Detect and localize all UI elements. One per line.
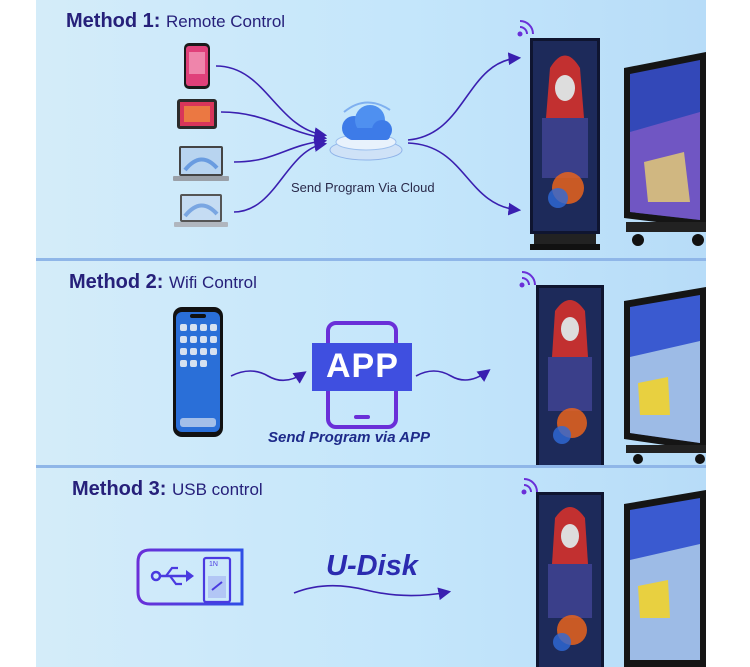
connection-lines xyxy=(293,584,452,601)
tablet-icon xyxy=(177,99,217,129)
smartphone-icon xyxy=(184,43,210,89)
laptop-icon xyxy=(174,194,228,227)
led-screen-display xyxy=(624,490,706,667)
method-2-caption: Send Program via APP xyxy=(268,429,430,446)
wifi-signal-icon xyxy=(519,271,536,288)
smartphone-icon xyxy=(173,307,223,437)
led-poster-display xyxy=(536,285,604,465)
u-disk-label: U-Disk xyxy=(326,550,418,582)
divider-2 xyxy=(36,465,706,468)
method-1-caption: Send Program Via Cloud xyxy=(291,180,435,195)
method-3-title: Method 3: USB control xyxy=(72,478,263,500)
app-text: APP xyxy=(326,347,399,385)
led-poster-display xyxy=(536,492,604,667)
led-screen-display xyxy=(624,287,706,464)
connection-lines xyxy=(215,52,522,216)
method-3-panel: Method 3: USB control 1N U-Disk xyxy=(36,468,706,667)
method-1-panel: Method 1: Remote Control xyxy=(36,0,706,258)
method-1-title: Method 1: Remote Control xyxy=(66,10,286,32)
cloud-icon xyxy=(329,101,403,161)
app-banner xyxy=(312,343,412,391)
method-2-panel: Method 2: Wifi Control xyxy=(36,261,706,465)
led-poster-display xyxy=(530,38,600,250)
divider-1 xyxy=(36,258,706,261)
led-screen-display xyxy=(624,52,706,246)
usb-drive-icon xyxy=(136,548,244,606)
usb-small-text: 1N xyxy=(209,561,218,568)
wifi-signal-icon xyxy=(521,478,538,495)
wifi-signal-icon xyxy=(517,20,534,37)
connection-lines xyxy=(230,369,491,384)
method-2-title: Method 2: Wifi Control xyxy=(69,271,257,293)
laptop-icon xyxy=(173,146,229,181)
